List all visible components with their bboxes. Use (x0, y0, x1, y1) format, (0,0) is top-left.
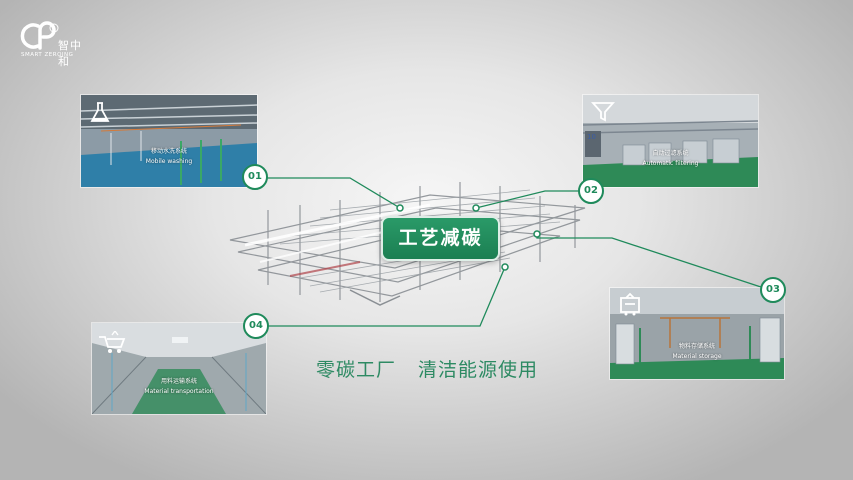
card-label-cn: 用料运输系统 (160, 378, 197, 385)
brand-name-cn: 智中和 (58, 39, 82, 68)
material-transportation-photo (92, 323, 266, 414)
card-mobile-washing[interactable]: 移动水洗系统 Mobile washing (80, 94, 258, 188)
slogan-clean-energy: 清洁能源使用 (418, 359, 539, 381)
cp-logo-mark-icon (20, 21, 59, 50)
card-label-en: Automatic filtering (642, 160, 699, 167)
slogan: 零碳工厂清洁能源使用 (316, 355, 538, 382)
svg-text:10: 10 (587, 133, 596, 141)
card-label-cn: 自动过滤系统 (652, 150, 689, 157)
badge-02: 02 (578, 178, 604, 204)
badge-03: 03 (760, 277, 786, 303)
badge-04: 04 (243, 313, 269, 339)
process-carbon-reduction-label[interactable]: 工艺减碳 (381, 216, 500, 261)
card-label-cn: 移动水洗系统 (150, 148, 187, 155)
mobile-washing-photo (81, 95, 257, 187)
brand-logo: 智中和 SMART ZEROING (18, 18, 88, 68)
badge-01: 01 (242, 164, 268, 190)
card-label-en: Material transportation (144, 388, 214, 395)
card-label-en: Mobile washing (145, 158, 193, 165)
card-material-storage[interactable]: 物料存储系统 Material storage (609, 287, 785, 380)
slogan-zero-carbon: 零碳工厂 (316, 359, 397, 381)
card-label-cn: 物料存储系统 (678, 343, 715, 350)
automatic-filtering-photo: 10 (583, 95, 758, 187)
card-material-transportation[interactable]: 用料运输系统 Material transportation (91, 322, 267, 415)
card-automatic-filtering[interactable]: 10 自动过滤系统 Automatic filtering (582, 94, 759, 188)
card-label-en: Material storage (672, 353, 722, 360)
brand-name-en: SMART ZEROING (21, 52, 74, 58)
